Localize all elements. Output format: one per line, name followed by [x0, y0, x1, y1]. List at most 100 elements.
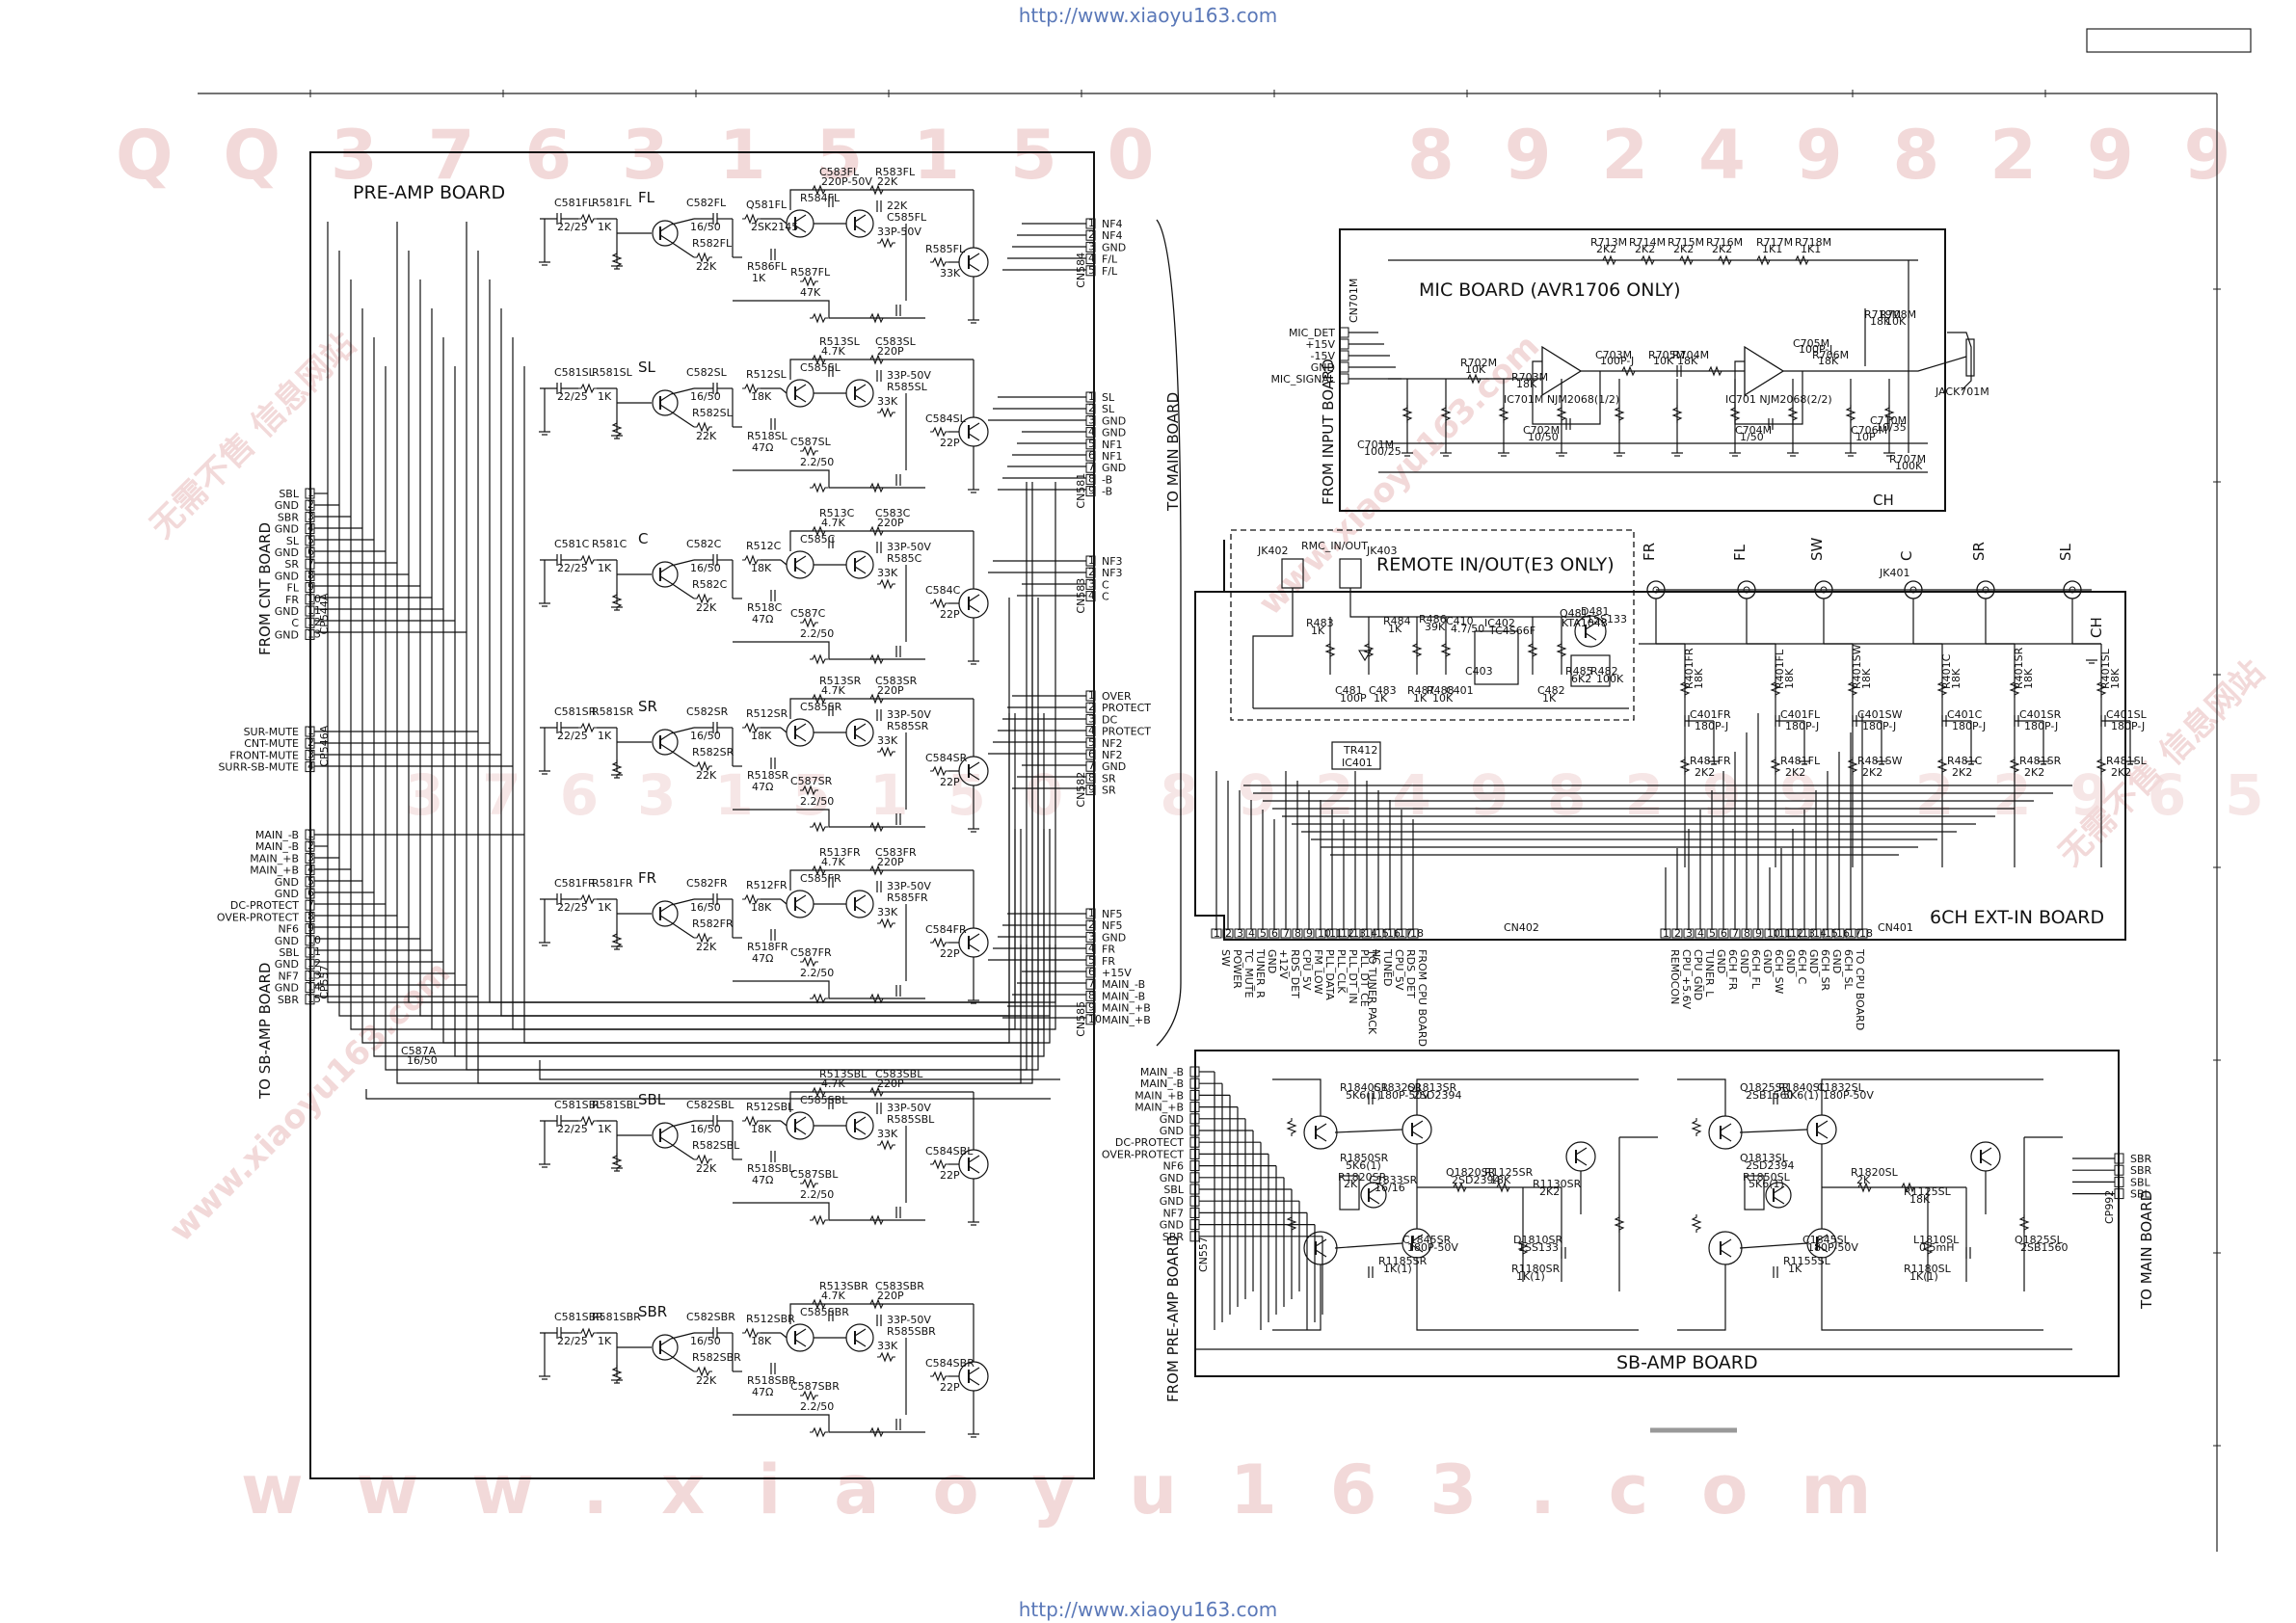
label: R582SBR [692, 1351, 741, 1364]
connector-pin [1085, 955, 1096, 967]
label: 4.7K [821, 345, 845, 358]
label: 33P-50V [877, 226, 921, 238]
input-transistor [652, 220, 679, 247]
sb-left-pin-label: NF6 [1162, 1160, 1184, 1173]
third-transistor [854, 225, 867, 233]
pin-number: 11 [307, 604, 321, 617]
mic-part-label: 10K [1465, 363, 1486, 376]
label: 18K [751, 390, 772, 403]
six-part-value: 18K [1950, 668, 1962, 689]
connector-name: CN585 [1075, 1001, 1087, 1037]
resistor [877, 578, 895, 590]
sb-part-label: 5K6(1) [1749, 1178, 1784, 1190]
resistor [1793, 254, 1811, 266]
pin-number: 7 [307, 557, 314, 570]
connector-pin [1085, 450, 1096, 462]
q481-box [1570, 654, 1611, 687]
sb-left-pin-label: GND [1160, 1195, 1184, 1208]
sheet-frame [198, 28, 2252, 1552]
third-transistor [854, 1127, 867, 1135]
pin-number: 4 [1088, 590, 1095, 602]
label: 33P-50V [887, 708, 931, 721]
mic-part-label: R704M [1672, 349, 1709, 361]
connector-name: CN583 [1075, 578, 1087, 614]
sb-part-label: R1130SR [1533, 1178, 1582, 1190]
cn402-pin-number: 1 [1214, 927, 1220, 940]
mic-part-label: C705M [1793, 337, 1829, 350]
mic-from-input: FROM INPUT BOARD [1320, 359, 1337, 505]
source-url-top[interactable]: http://www.xiaoyu163.com [1018, 4, 1278, 27]
pin-number: 9 [1088, 485, 1095, 497]
input-resistor [1847, 679, 1858, 698]
label: 220P [877, 1290, 904, 1302]
connector-pin [1085, 726, 1096, 737]
sb-part-label: R1850SR [1340, 1152, 1389, 1164]
connector-pin [1085, 555, 1096, 567]
sb-part-label: 1K(1) [1516, 1270, 1545, 1283]
q481-transistor [1585, 622, 1597, 630]
resistor [868, 1426, 886, 1438]
second-transistor [794, 555, 807, 564]
cn401-pin-number: 9 [1755, 927, 1762, 940]
label: 1K [598, 730, 612, 742]
source-url-bottom[interactable]: http://www.xiaoyu163.com [1018, 1598, 1278, 1621]
connector-pin [1085, 702, 1096, 713]
resistor [810, 354, 828, 365]
connector-pin [305, 852, 315, 864]
connector-pin [1085, 785, 1096, 796]
sb-transistor-lower-driver [1315, 1249, 1327, 1258]
jack-body-jk403 [1339, 558, 1362, 589]
label: 16/50 [690, 1123, 721, 1135]
resistor [1451, 1182, 1469, 1193]
connector-pin [1085, 473, 1096, 485]
sb-part-label: Q1825SR [1740, 1081, 1790, 1094]
label: 2.2/50 [800, 1188, 834, 1201]
connector-pin [1085, 578, 1096, 590]
resistor [800, 785, 818, 796]
sb-part-label: 5K6(1) [1346, 1159, 1381, 1172]
watermark-site: www.xiaoyu163.com [241, 1450, 1924, 1530]
output-transistor [968, 263, 980, 272]
output-transistor [968, 1367, 980, 1375]
resistor [694, 421, 712, 433]
jack-label-c: C [1898, 551, 1915, 561]
second-transistor [786, 1323, 814, 1352]
pin-number: 9 [1088, 784, 1095, 796]
six-part-label: R481C [1947, 755, 1983, 767]
sb-part-label: 18K [1909, 1193, 1931, 1206]
pin-label: NF4 [1102, 218, 1123, 230]
wire [512, 337, 1016, 1030]
sb-transistor-lower-output [1411, 1244, 1424, 1253]
pin-label: DC [1102, 713, 1117, 726]
pin-number: 1 [307, 725, 314, 737]
sb-transistor-protect [1970, 1141, 2001, 1172]
six-part-value: 2K2 [1952, 766, 1972, 779]
sb-transistor-bias [1368, 1196, 1380, 1205]
pin-number: 6 [307, 545, 314, 558]
pin-number: 1 [1088, 689, 1095, 702]
remote-part-label: C482 [1537, 684, 1565, 697]
input-transistor [659, 234, 672, 243]
resistor [877, 237, 895, 249]
wire [365, 1089, 1051, 1100]
wire [1334, 1129, 1403, 1133]
connector-pin [305, 488, 315, 499]
opamp-2 [1744, 345, 1785, 397]
six-part-value: 18K [1860, 668, 1873, 689]
sb-part-label: 180P-50V [1378, 1089, 1429, 1102]
pin-number: 15 [307, 993, 321, 1005]
ic401-label: IC401 [1342, 757, 1373, 769]
cn401-pin-number: 18 [1859, 927, 1873, 940]
pin-number: 1 [1088, 907, 1095, 919]
pin-label: MAIN_+B [250, 852, 299, 865]
mic-part-label: C710M [1870, 414, 1907, 427]
connector-pin [305, 749, 315, 760]
mic-board: MIC BOARD (AVR1706 ONLY) FROM INPUT BOAR… [1270, 228, 1989, 512]
cn402-pin-label: +12V [1277, 949, 1290, 979]
mic-resistor [1556, 405, 1567, 423]
watermark-mid: 376315150 892498299 22965 [405, 762, 2296, 828]
connector-name: CN581 [1075, 473, 1087, 509]
